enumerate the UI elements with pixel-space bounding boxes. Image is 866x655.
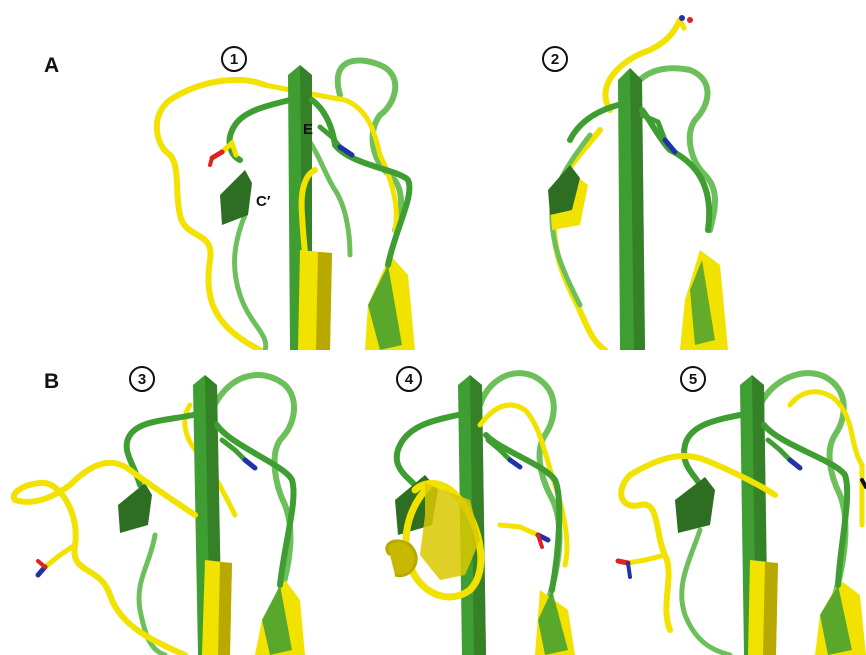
strand-label-c-prime: C′	[256, 193, 270, 210]
green-loop	[338, 60, 401, 230]
green-loop	[642, 110, 709, 230]
side-chain	[628, 563, 630, 577]
yellow-loop	[554, 130, 605, 350]
green-loop	[235, 215, 266, 350]
panel-label-a: A	[44, 54, 59, 78]
yellow-loop	[606, 20, 680, 110]
yellow-loop	[680, 20, 685, 30]
yellow-helix	[387, 541, 416, 576]
green-c-prime-strand	[118, 483, 152, 533]
green-loop	[682, 530, 730, 655]
side-chain	[210, 158, 212, 165]
yellow-strand-shade	[218, 562, 232, 655]
side-chain	[45, 545, 75, 567]
green-c-prime-strand	[675, 477, 715, 533]
green-loop	[397, 415, 458, 485]
side-chain	[510, 460, 520, 467]
structure-2-image	[530, 10, 760, 350]
side-chain	[38, 561, 45, 567]
structure-5-image	[600, 365, 866, 655]
yellow-loop	[14, 463, 195, 655]
green-c-prime-strand	[220, 170, 252, 225]
side-chain	[500, 525, 538, 535]
yellow-loop	[790, 392, 862, 465]
yellow-strand-shade	[763, 562, 778, 655]
structure-1-image	[140, 55, 430, 350]
yellow-strand-shade	[316, 252, 332, 350]
side-chain	[245, 460, 255, 468]
green-loop	[230, 100, 290, 160]
structure-4-image	[370, 365, 610, 655]
green-loop	[760, 373, 845, 595]
nitrogen-atom	[679, 15, 685, 21]
strand-label-e: E	[303, 121, 313, 138]
oxygen-atom	[687, 17, 693, 23]
side-chain	[790, 460, 800, 468]
side-chain	[628, 555, 665, 563]
structure-3-image	[0, 365, 330, 655]
